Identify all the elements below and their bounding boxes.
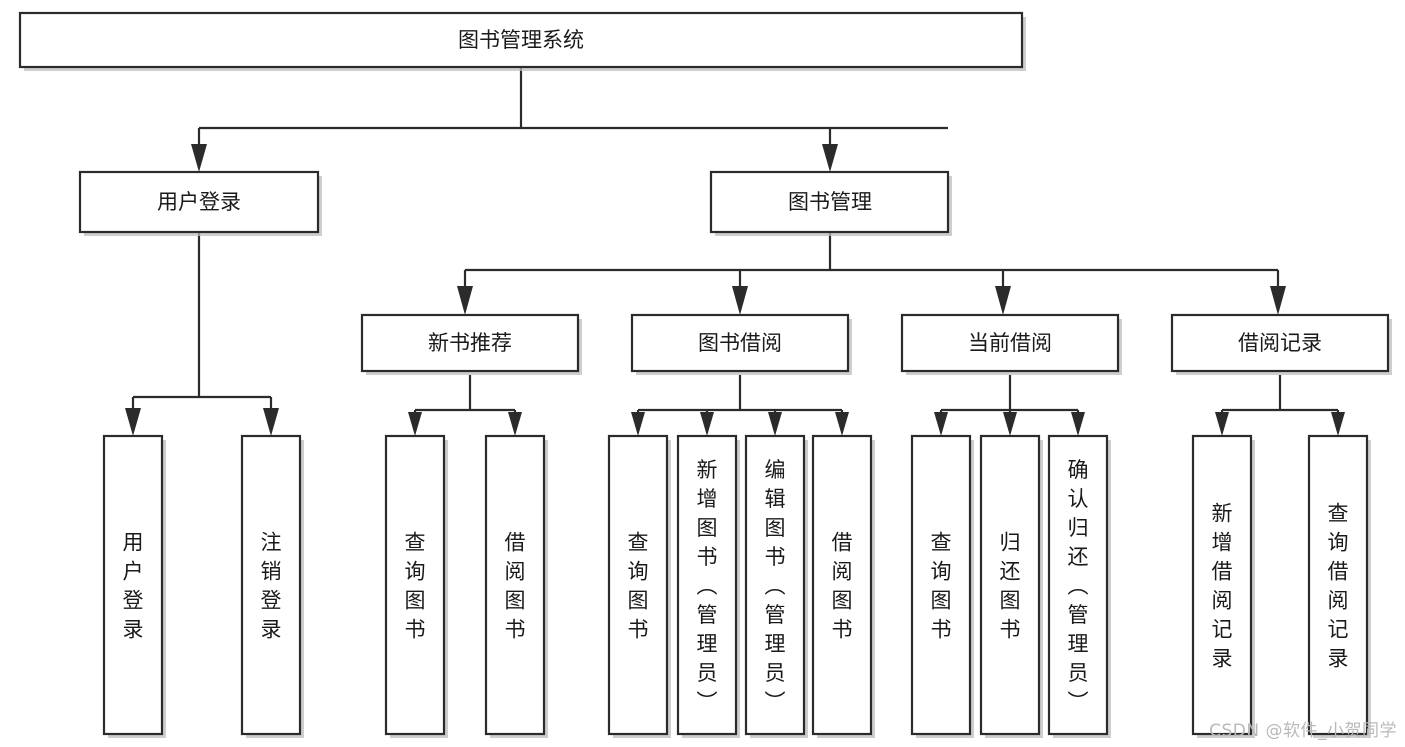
leaf-rec-query-box[interactable] [384, 434, 446, 736]
book-borrow-label: 图书借阅 [698, 331, 782, 355]
leaf-user-login-box[interactable] [102, 434, 164, 736]
csdn-watermark: CSDN @软件_小贺同学 [1209, 721, 1397, 741]
leaf-borrow-lend-box[interactable] [811, 434, 873, 736]
arrow-to-leaf-cur-confirm [1071, 412, 1085, 436]
leaf-rec-search-label: 查询借阅记录 [1328, 502, 1349, 671]
arrow-to-leaf-rec-borrow [508, 412, 522, 436]
leaf-rec-borrow-box[interactable] [484, 434, 546, 736]
leaf-user-logout-label: 注销登录 [261, 531, 282, 642]
root-label: 图书管理系统 [458, 28, 584, 52]
new-book-rec-box[interactable] [360, 313, 580, 373]
book-manage-box[interactable] [709, 170, 950, 234]
arrow-to-current-borrow [995, 286, 1011, 315]
node-leaf-rec-borrow[interactable]: 借阅图书 [484, 434, 548, 738]
leaf-user-logout-box[interactable] [240, 434, 302, 736]
new-book-rec-label: 新书推荐 [428, 331, 512, 355]
arrow-to-new-book-rec [457, 286, 473, 315]
arrow-to-leaf-borrow-lend [835, 412, 849, 436]
arrow-to-leaf-cur-return [1003, 412, 1017, 436]
user-login-label: 用户登录 [157, 190, 241, 214]
leaf-borrow-edit-box[interactable] [744, 434, 806, 736]
arrow-to-leaf-borrow-add [700, 412, 714, 436]
node-leaf-user-login[interactable]: 用户登录 [102, 434, 166, 738]
node-borrow-record[interactable]: 借阅记录 [1170, 313, 1392, 375]
leaf-user-login-label: 用户登录 [123, 531, 144, 642]
arrow-to-borrow-record [1270, 286, 1286, 315]
borrow-record-label: 借阅记录 [1238, 331, 1322, 355]
node-leaf-borrow-add[interactable]: 新增图书︵管理员︶ [676, 434, 740, 738]
node-new-book-rec[interactable]: 新书推荐 [360, 313, 582, 375]
leaf-rec-query-label: 查询图书 [405, 531, 426, 642]
node-leaf-cur-confirm[interactable]: 确认归还︵管理员︶ [1047, 434, 1111, 738]
borrow-record-box[interactable] [1170, 313, 1390, 373]
node-leaf-cur-query[interactable]: 查询图书 [910, 434, 974, 738]
node-current-borrow[interactable]: 当前借阅 [900, 313, 1122, 375]
leaf-rec-borrow-label: 借阅图书 [505, 531, 526, 642]
arrow-to-book-borrow [732, 286, 748, 315]
leaf-cur-return-box[interactable] [979, 434, 1041, 736]
leaf-rec-search-box[interactable] [1307, 434, 1369, 736]
arrow-to-leaf-rec-query [408, 412, 422, 436]
node-user-login[interactable]: 用户登录 [78, 170, 322, 236]
arrow-to-leaf-cur-query [934, 412, 948, 436]
leaf-borrow-query-label: 查询图书 [628, 531, 649, 642]
current-borrow-label: 当前借阅 [968, 331, 1052, 355]
node-leaf-borrow-lend[interactable]: 借阅图书 [811, 434, 875, 738]
node-leaf-rec-query[interactable]: 查询图书 [384, 434, 448, 738]
arrow-to-user-login [191, 144, 207, 172]
arrow-to-book-manage [822, 144, 838, 172]
arrow-to-leaf-rec-add [1215, 412, 1229, 436]
node-leaf-rec-add[interactable]: 新增借阅记录 [1191, 434, 1255, 738]
arrow-to-leaf-user-logout [263, 408, 279, 436]
leaf-borrow-edit-label: 编辑图书︵管理员︶ [765, 458, 786, 714]
book-borrow-box[interactable] [630, 313, 850, 373]
node-leaf-rec-search[interactable]: 查询借阅记录 [1307, 434, 1371, 738]
leaf-cur-query-label: 查询图书 [931, 531, 952, 642]
arrow-to-leaf-borrow-edit [768, 412, 782, 436]
leaf-borrow-query-box[interactable] [607, 434, 669, 736]
leaf-rec-add-label: 新增借阅记录 [1212, 502, 1233, 671]
arrow-to-leaf-rec-search [1331, 412, 1345, 436]
node-book-manage[interactable]: 图书管理 [709, 170, 952, 236]
leaf-borrow-lend-label: 借阅图书 [832, 531, 853, 642]
edges-layer [125, 67, 1345, 436]
leaf-cur-query-box[interactable] [910, 434, 972, 736]
node-leaf-borrow-edit[interactable]: 编辑图书︵管理员︶ [744, 434, 808, 738]
book-manage-label: 图书管理 [788, 190, 872, 214]
node-root[interactable]: 图书管理系统 [18, 11, 1026, 71]
leaf-rec-add-box[interactable] [1191, 434, 1253, 736]
current-borrow-box[interactable] [900, 313, 1120, 373]
node-leaf-cur-return[interactable]: 归还图书 [979, 434, 1043, 738]
leaf-borrow-add-label: 新增图书︵管理员︶ [697, 458, 718, 714]
arrow-to-leaf-user-login [125, 408, 141, 436]
node-book-borrow[interactable]: 图书借阅 [630, 313, 852, 375]
leaf-cur-return-label: 归还图书 [1000, 531, 1021, 642]
leaf-borrow-add-box[interactable] [676, 434, 738, 736]
user-login-box[interactable] [78, 170, 320, 234]
root-box[interactable] [18, 11, 1024, 69]
leaf-cur-confirm-label: 确认归还︵管理员︶ [1068, 458, 1089, 714]
leaf-cur-confirm-box[interactable] [1047, 434, 1109, 736]
arrow-to-leaf-borrow-query [631, 412, 645, 436]
node-leaf-borrow-query[interactable]: 查询图书 [607, 434, 671, 738]
node-leaf-user-logout[interactable]: 注销登录 [240, 434, 304, 738]
